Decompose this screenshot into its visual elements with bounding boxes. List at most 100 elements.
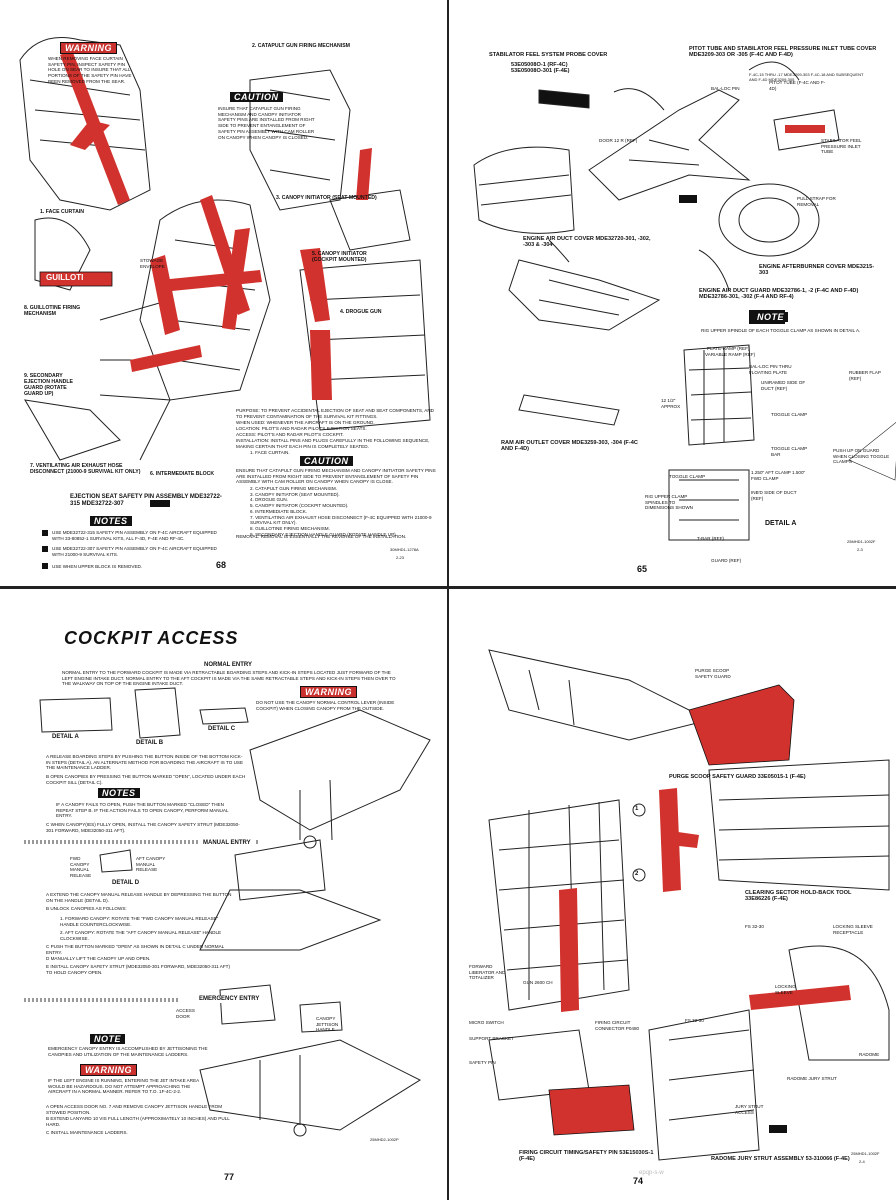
label-strut-access: JURY STRUT ACCESS [735, 1104, 764, 1115]
emergency-step-b: B EXTEND LANYARD 10 VIS FULL LENGTH (APP… [46, 1116, 230, 1127]
detail-a-label: DETAIL A [52, 734, 79, 740]
label-ventilating-hose: 7. VENTILATING AIR EXHAUST HOSE DISCONNE… [30, 463, 141, 475]
manual-page-77: COCKPIT ACCESS NORMAL ENTRY NORMAL ENTRY… [0, 590, 447, 1200]
manual-step-e: E INSTALL CANOPY SAFETY STRUT (MDE32050-… [46, 964, 230, 975]
watermark: epqp-s-w [639, 1170, 664, 1176]
warning-banner: WARNING [60, 42, 117, 54]
warning-text-2: IF THE LEFT ENGINE IS RUNNING, ENTERING … [48, 1078, 199, 1095]
note-text: RIG UPPER SPINDLE OF EACH TOGGLE CLAMP A… [701, 328, 861, 333]
safety-devices-illustration [488, 649, 890, 1161]
label-jury-strut: RADOME JURY STRUT [787, 1076, 837, 1081]
callout-bal-loc-pin: BAL-LOC PIN [711, 86, 740, 91]
label-safety-pin: SAFETY PIN [469, 1060, 496, 1065]
manual-step-a: A EXTEND THE CANOPY MANUAL RELEASE HANDL… [46, 892, 232, 903]
figure-reference: 25MHD2-1002P [370, 1137, 399, 1142]
notes-text: IF A CANOPY FAILS TO OPEN, PUSH THE BUTT… [56, 802, 229, 819]
clearing-tool-title: CLEARING SECTOR HOLD-BACK TOOL 33E86226 … [745, 890, 852, 903]
manual-step-b2: 2. AFT CANOPY: ROTATE THE "AFT CANOPY MA… [60, 930, 222, 941]
callout-duct-side: UNIRAMED SIDE OF DUCT (REF) [761, 380, 806, 391]
section-manual-entry: MANUAL ENTRY [200, 840, 254, 847]
page-number: 74 [633, 1176, 644, 1186]
label-aft-canopy-release: AFT CANOPY MANUAL RELEASE [136, 856, 166, 873]
page-number: 77 [224, 1172, 235, 1182]
label-fs-2: FS 32-30 [685, 1018, 704, 1023]
assembly-title: EJECTION SEAT SAFETY PIN ASSEMBLY MDE327… [70, 494, 222, 507]
label-radome: RADOME [859, 1052, 880, 1057]
manual-step-b: B UNLOCK CANOPIES AS FOLLOWS: [46, 906, 127, 911]
radome-strut-title: RADOME JURY STRUT ASSEMBLY 53-310066 (F-… [711, 1156, 850, 1162]
note-2: USE MDE32722-307 SAFETY PIN ASSEMBLY ON … [52, 546, 217, 557]
warning-banner-2: WARNING [80, 1064, 137, 1076]
label-intermediate-block: 6. INTERMEDIATE BLOCK [150, 471, 215, 477]
installation-step: 7. VENTILATING AIR EXHAUST HOSE DISCONNE… [250, 514, 432, 526]
callout-pull-strap: PULL STRAP FOR REMOVAL [797, 196, 836, 207]
normal-step-c: C WHEN CANOPY(IES) FULLY OPEN, INSTALL T… [46, 822, 240, 833]
callout-pitot-tube: PITOT TUBE (F-4C AND F-4D) [769, 80, 826, 91]
installation-steps: 2. CATAPULT GUN FIRING MECHANISM. 3. CAN… [250, 486, 440, 538]
label-guillotine-mechanism: 8. GUILLOTINE FIRING MECHANISM [24, 305, 81, 317]
installation-step: 9. SECONDARY EJECTION HANDLE GUARD (ROTA… [250, 531, 397, 537]
section-normal-entry: NORMAL ENTRY [204, 662, 252, 668]
note-banner: NOTE [90, 1034, 126, 1044]
label-drogue-gun: 4. DROGUE GUN [340, 309, 382, 315]
detail-a-label: DETAIL A [765, 520, 797, 527]
figure-reference: 25MHD1-1002F [847, 539, 876, 544]
purpose-text: PURPOSE: TO PREVENT ACCIDENTAL EJECTION … [236, 408, 434, 419]
label-purge-scoop: PURGE SCOOP SAFETY GUARD [695, 668, 731, 679]
label-catapult-gun: 2. CATAPULT GUN FIRING MECHANISM [252, 43, 350, 49]
installation-step: 6. INTERMEDIATE BLOCK. [250, 508, 308, 514]
figure-sheet: 2-3 [857, 547, 863, 552]
note-banner: NOTE [753, 312, 789, 322]
section-emergency-entry: EMERGENCY ENTRY [196, 996, 263, 1003]
stabilator-cover-title: STABILATOR FEEL SYSTEM PROBE COVER [489, 52, 608, 58]
callout-variable-ramp: VARIABLE RAMP (REF) [705, 352, 756, 357]
label-fwd-canopy-release: FWD CANOPY MANUAL RELEASE [70, 856, 92, 879]
afterburner-cover-title: ENGINE AFTERBURNER COVER MDE3215-303 [759, 264, 875, 277]
warning-text: DO NOT USE THE CANOPY NORMAL CONTROL LEV… [256, 700, 395, 711]
callout-door: DOOR 12 R (REF) [599, 138, 638, 143]
manual-page-65: STABILATOR FEEL SYSTEM PROBE COVER 53E05… [449, 0, 896, 585]
caution-text: INSURE THAT CATAPULT GUN FIRING MECHANIS… [218, 106, 315, 140]
label-secondary-ejection-handle: 9. SECONDARY EJECTION HANDLE GUARD (ROTA… [24, 373, 73, 397]
guillotine-tag: GUILLOTI [46, 273, 84, 282]
label-firing-connector: FIRING CIRCUIT CONNECTOR P0480 [595, 1020, 640, 1031]
figure-reference: 30MHD1-1278A [390, 547, 419, 552]
dimension-approx: 12 1/2" APPROX [661, 398, 681, 409]
installation-step: 3. CANOPY INITIATOR (SEAT MOUNTED). [250, 491, 340, 497]
installation-step: 4. DROGUE GUN. [250, 497, 289, 503]
pitot-cover-subtitle: F-4C-15 THRU -17 MDE3209-303 F-4C-18 AND… [749, 72, 864, 82]
figure-sheet: 2-23 [396, 555, 405, 560]
manual-page-74: PURGE SCOOP SAFETY GUARD PURGE SCOOP SAF… [449, 590, 896, 1200]
label-locking-sleeve-receptacle: LOCKING SLEEVE RECEPTACLE [833, 924, 873, 935]
detail-callout-inbd: INB'D SIDE OF DUCT (REF) [751, 490, 797, 501]
detail-b-label: DETAIL B [136, 740, 164, 746]
callout-toggle-clamp: TOGGLE CLAMP [771, 412, 808, 417]
caution-banner: CAUTION [230, 92, 283, 102]
warning-banner: WARNING [300, 686, 357, 698]
ejection-seat-illustration [19, 37, 431, 569]
detail-callout-rig: RIG UPPER CLAMP SPINDLES TO DIMENSIONS S… [645, 494, 693, 511]
page-number: 65 [637, 564, 648, 574]
note-3: USE WHEN UPPER BLOCK IS REMOVED. [52, 564, 143, 569]
label-face-curtain: 1. FACE CURTAIN [40, 209, 84, 215]
duct-cover-title: ENGINE AIR DUCT COVER MDE32720-301, -302… [523, 236, 651, 249]
notes-banner: NOTES [90, 516, 132, 526]
ram-outlet-title: RAM AIR OUTLET COVER MDE3259-303, -304 (… [501, 440, 638, 453]
purge-guard-title: PURGE SCOOP SAFETY GUARD 33E05015-1 (F-4… [669, 774, 806, 780]
detail-c-label: DETAIL C [208, 726, 236, 732]
location-text: LOCATION: PILOT'S AND RADAR PILOT'S EJEC… [236, 426, 367, 431]
page-number: 68 [216, 560, 227, 570]
label-support-bracket: SUPPORT BRACKET [469, 1036, 515, 1041]
note-text: EMERGENCY CANOPY ENTRY IS ACCOMPLISHED B… [48, 1046, 208, 1057]
detail-callout-toggle: TOGGLE CLAMP [669, 474, 706, 479]
installation-text: INSTALLATION: INSTALL PINS AND PLUGS CAR… [236, 438, 430, 449]
caution-text-2: ENSURE THAT CATAPULT GUN FIRING MECHANIS… [236, 468, 436, 485]
normal-step-a: A RELEASE BOARDING STEPS BY PUSHING THE … [46, 754, 244, 771]
label-canopy-initiator-cockpit: 5. CANOPY INITIATOR (COCKPIT MOUNTED) [312, 251, 367, 263]
label-micro-switch: MICRO SWITCH [469, 1020, 504, 1025]
label-stowage-envelope: STOWAGE ENVELOPE [140, 258, 165, 269]
installation-step-1: 1. FACE CURTAIN. [250, 450, 290, 455]
label-access-door: ACCESS DOOR [176, 1008, 195, 1019]
figure-sheet: 2-4 [859, 1159, 865, 1164]
callout-plate-ramp: PLATE-RAMP (REF) [707, 346, 750, 351]
